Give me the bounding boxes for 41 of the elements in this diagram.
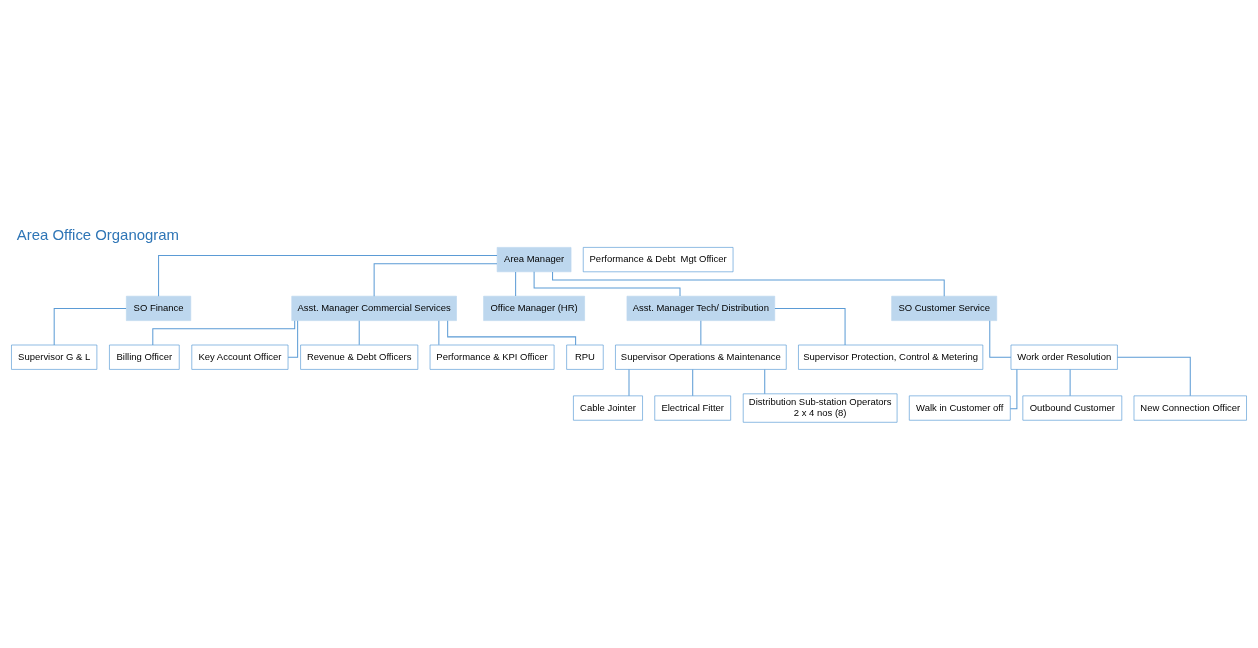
node-box: Asst. Manager Commercial Services [291, 295, 457, 321]
connector [1116, 356, 1191, 397]
node-box: Supervisor Protection, Control & Metering [798, 344, 984, 370]
connector [438, 320, 440, 346]
connector [700, 320, 702, 346]
connector [1069, 369, 1071, 397]
connector [515, 271, 517, 297]
connector [447, 320, 577, 346]
node-box: Work order Resolution [1010, 344, 1118, 370]
node-box: Performance & Debt Mgt Officer [582, 247, 734, 273]
connector [989, 320, 1012, 358]
connector [158, 255, 498, 297]
node-box: SO Customer Service [891, 295, 998, 321]
connector [764, 369, 766, 395]
connector [628, 369, 630, 397]
node-box: Electrical Fitter [654, 395, 731, 421]
connector [358, 320, 360, 346]
connector [692, 369, 694, 397]
node-box: Asst. Manager Tech/ Distribution [626, 295, 776, 321]
node-box: Revenue & Debt Officers [300, 344, 419, 370]
node-box: Performance & KPI Officer [429, 344, 555, 370]
node-box: Key Account Officer [191, 344, 289, 370]
node-box: Cable Jointer [573, 395, 643, 421]
node-box: SO Finance [126, 295, 192, 321]
node-box: Supervisor Operations & Maintenance [615, 344, 787, 370]
node-box: Distribution Sub-station Operators 2 x 4 nos (8) [742, 393, 898, 423]
diagram-title: Area Office Organogram [16, 227, 179, 244]
connector [1009, 368, 1018, 410]
node-box: Walk in Customer off [908, 395, 1011, 421]
node-box: Billing Officer [109, 344, 180, 370]
node-box: RPU [566, 344, 604, 370]
connector [287, 320, 299, 358]
connector [533, 271, 681, 297]
node-box: Office Manager (HR) [483, 295, 585, 321]
connector [373, 263, 498, 297]
node-box: Supervisor G & L [11, 344, 98, 370]
connector [774, 307, 846, 346]
node-box: Area Manager [496, 247, 572, 273]
connector [53, 307, 127, 346]
node-box: Outbound Customer [1022, 395, 1123, 421]
node-box: New Connection Officer [1133, 395, 1247, 421]
